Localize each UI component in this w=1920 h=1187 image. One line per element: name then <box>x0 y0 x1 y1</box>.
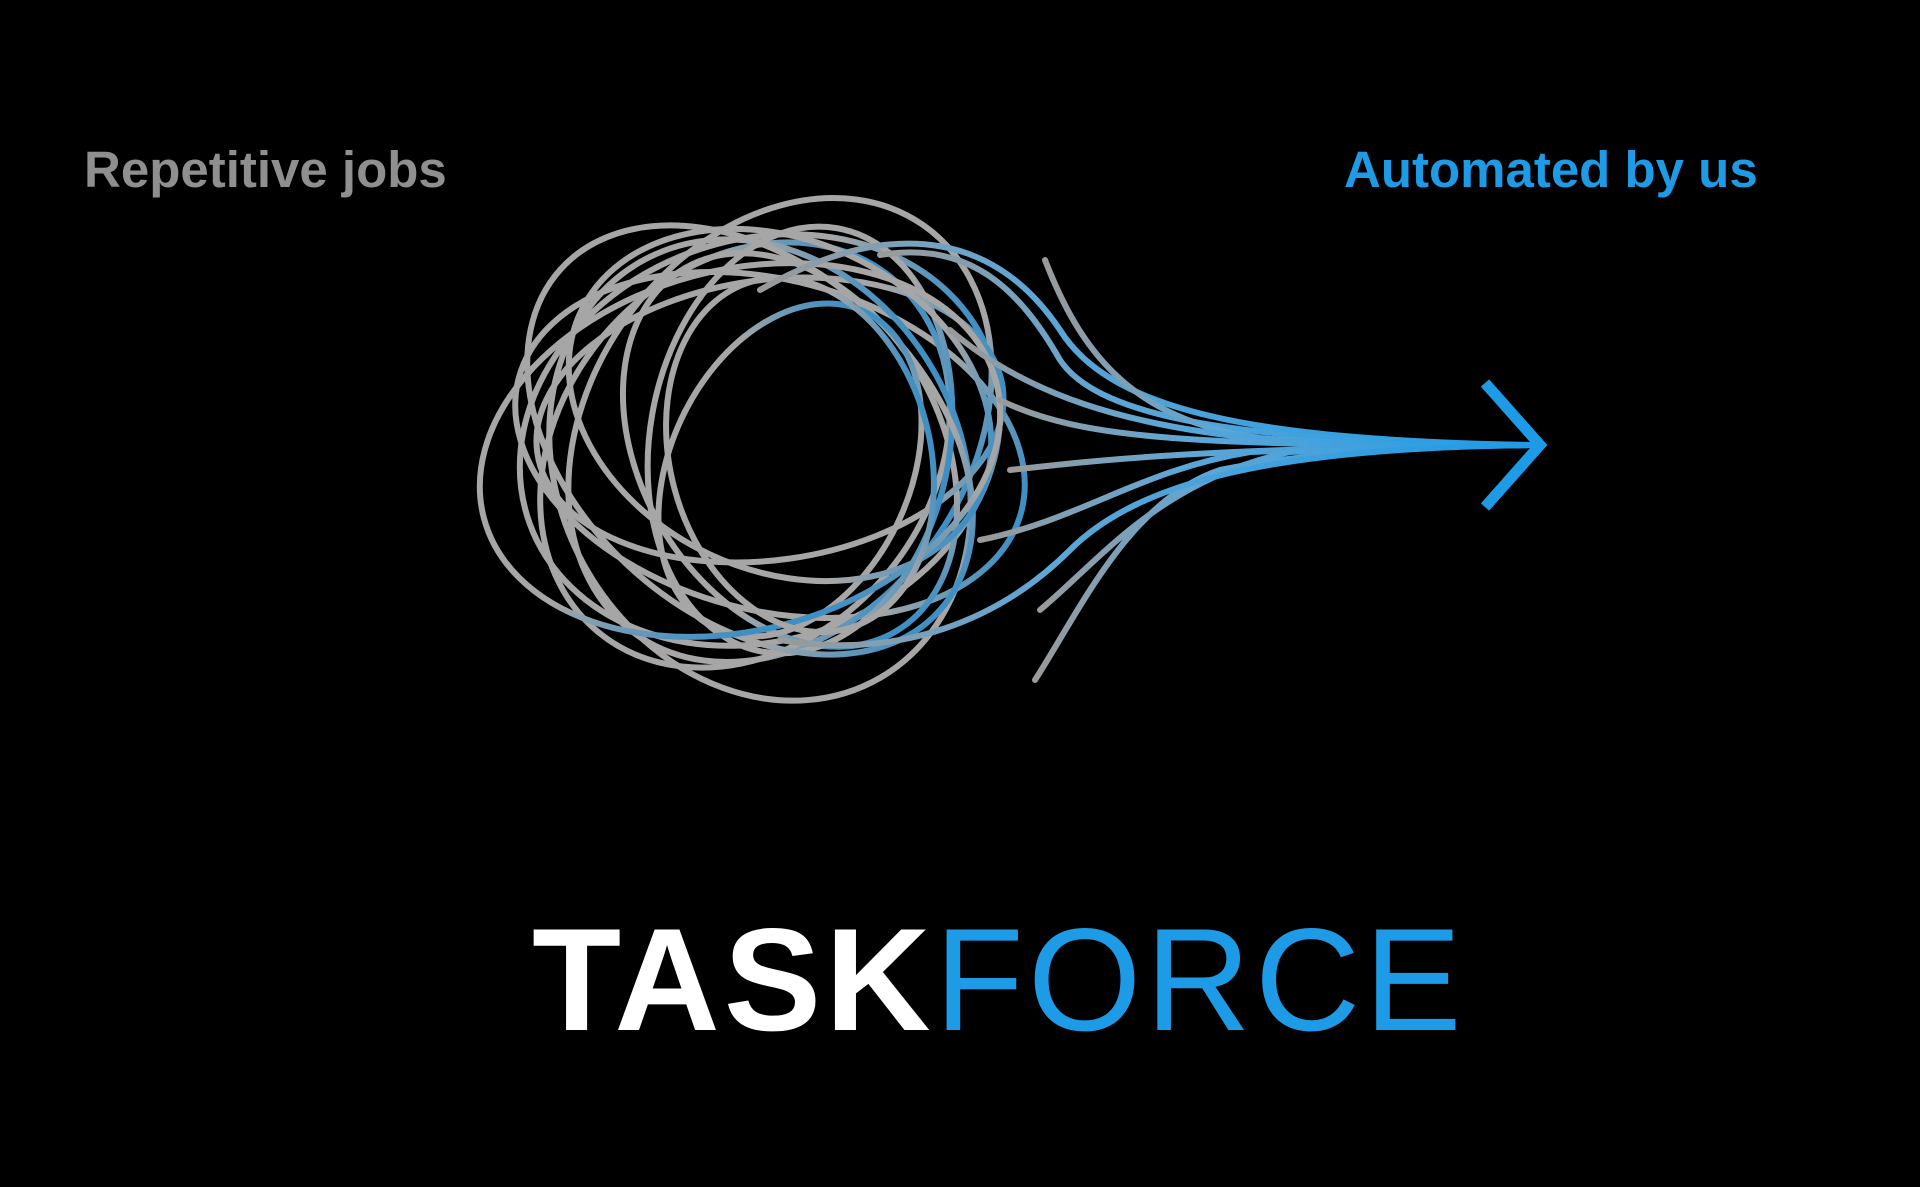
taskforce-wordmark: TASKFORCE <box>532 905 1466 1055</box>
loop <box>663 274 937 636</box>
strand <box>757 240 1533 448</box>
loop <box>565 225 995 585</box>
caption-automated-by-us: Automated by us <box>1344 141 1758 198</box>
loop <box>546 236 974 704</box>
strand <box>877 249 1533 448</box>
wordmark-task: TASK <box>532 898 935 1061</box>
tangled-loops-to-arrow-icon <box>476 195 1548 704</box>
tangled-loops <box>476 195 1028 704</box>
arrowhead <box>1480 379 1548 511</box>
strand <box>777 442 1533 649</box>
converging-strands <box>757 240 1533 683</box>
caption-repetitive-jobs: Repetitive jobs <box>84 141 447 198</box>
strand <box>1037 442 1533 613</box>
loop <box>644 223 956 657</box>
wordmark-force: FORCE <box>934 898 1466 1061</box>
strand <box>1042 257 1533 449</box>
strand <box>1032 442 1533 683</box>
